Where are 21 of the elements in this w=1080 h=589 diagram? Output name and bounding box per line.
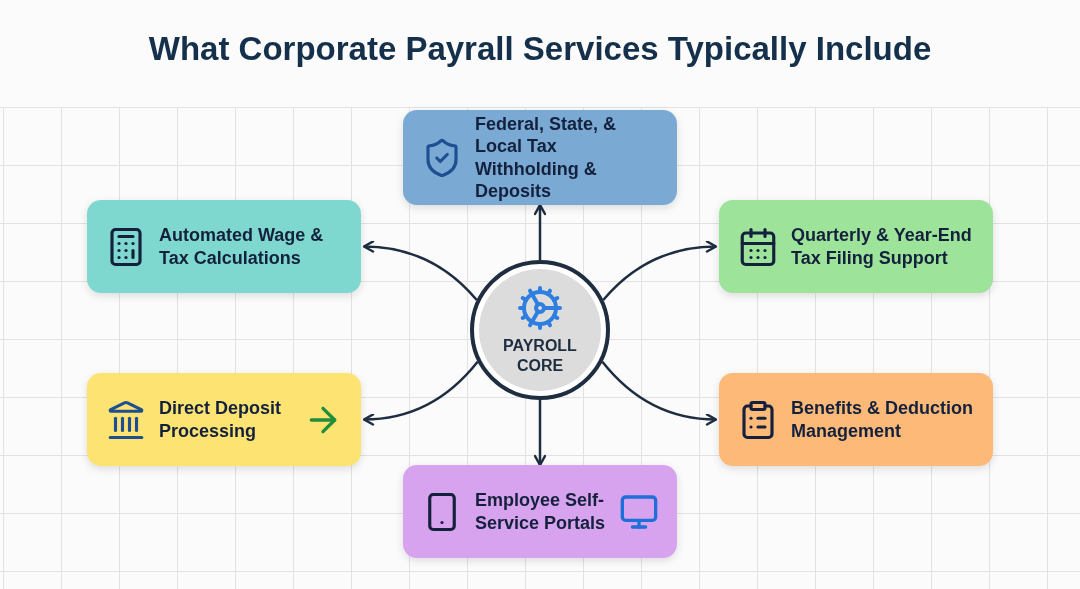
arrow	[602, 240, 718, 301]
service-card	[403, 465, 677, 558]
service-card	[87, 200, 361, 293]
service-label: Quarterly & Year-End Tax Filing Support	[791, 224, 973, 269]
service-label: Direct Deposit Processing	[159, 397, 283, 442]
service-card	[403, 110, 677, 205]
service-label: Federal, State, & Local Tax Withholding & Deposits	[475, 112, 618, 203]
service-card	[719, 373, 993, 466]
title: What Corporate Payrall Services Typically Include	[147, 30, 933, 68]
service-label: Automated Wage & Tax Calculations	[159, 224, 325, 269]
hub-label: PAYROLL CORE	[502, 336, 578, 376]
service-card	[719, 200, 993, 293]
service-label: Benefits & Deduction Management	[791, 397, 974, 442]
hub-circle	[470, 260, 610, 400]
arrow	[533, 203, 547, 260]
arrow	[362, 240, 478, 301]
arrow	[601, 360, 718, 426]
arrow	[533, 400, 547, 467]
service-card	[87, 373, 361, 466]
service-label: Employee Self-Service Portals	[475, 489, 607, 534]
arrow	[362, 360, 479, 426]
